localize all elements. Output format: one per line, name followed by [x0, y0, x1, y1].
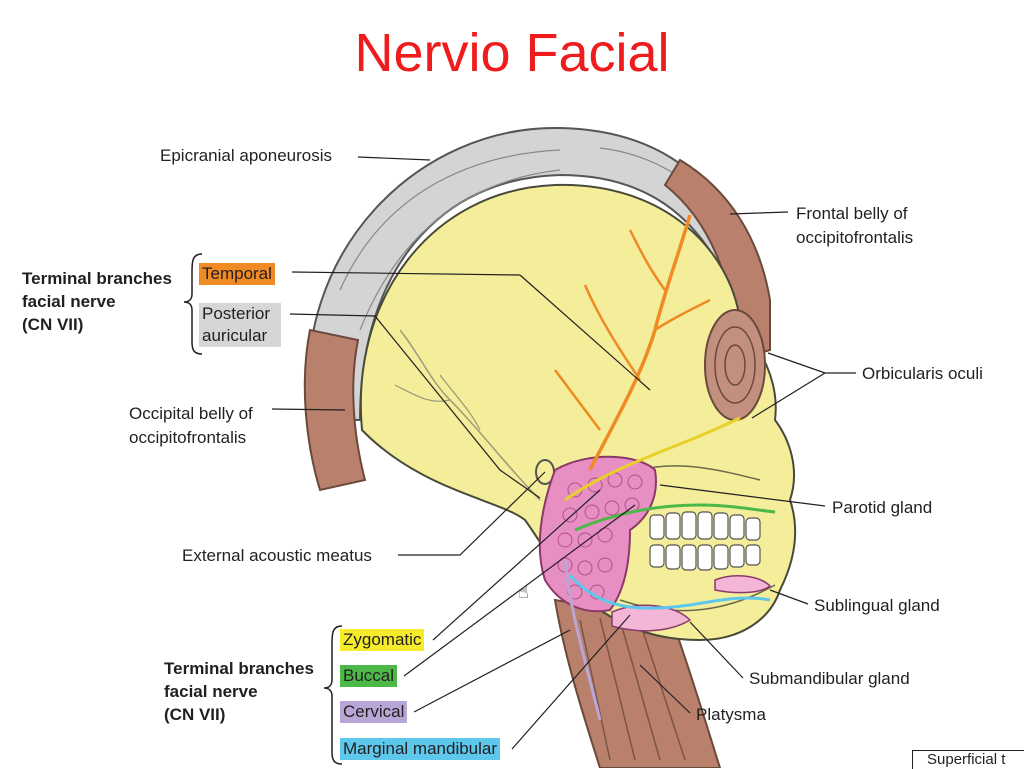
label-occipital-belly-line2: occipitofrontalis	[129, 428, 247, 447]
upper-group-brace	[183, 253, 203, 355]
label-sublingual-gland: Sublingual gland	[814, 596, 940, 615]
label-external-acoustic-meatus: External acoustic meatus	[182, 546, 372, 565]
sublingual-gland-shape	[714, 574, 772, 594]
marginal-mandibular-branch-nerve	[568, 574, 771, 610]
lower-group-line1: Terminal branches	[164, 659, 314, 678]
label-frontal-belly-line2: occipitofrontalis	[796, 228, 914, 247]
neck-platysma	[553, 598, 722, 768]
leader-lines	[271, 156, 856, 750]
label-orbicularis-oculi: Orbicularis oculi	[862, 364, 983, 383]
lower-group-line3: (CN VII)	[164, 705, 226, 724]
hand-cursor-icon: ☝	[518, 582, 529, 602]
tag-posterior-auricular-line1: Posterior	[199, 303, 281, 325]
upper-group-line3: (CN VII)	[22, 315, 84, 334]
upper-group-line1: Terminal branches	[22, 269, 172, 288]
tag-posterior-auricular-line2: auricular	[199, 325, 281, 347]
posterior-auricular-nerve	[399, 329, 541, 501]
label-epicranial-aponeurosis: Epicranial aponeurosis	[160, 146, 332, 165]
label-parotid-gland: Parotid gland	[832, 498, 933, 517]
tag-marginal-mandibular: Marginal mandibular	[340, 738, 501, 760]
tag-cervical: Cervical	[340, 701, 408, 723]
lower-group-line2: facial nerve	[164, 682, 258, 701]
buccal-branch-nerve	[574, 503, 776, 532]
cervical-branch-nerve	[563, 559, 602, 721]
label-submandibular-gland: Submandibular gland	[749, 669, 910, 688]
platysma-fibers	[579, 617, 686, 761]
submandibular-gland-shape	[611, 604, 692, 632]
temporal-branch-nerve	[588, 214, 692, 471]
corner-caption: Superficial t	[912, 750, 1024, 769]
lower-group-brace	[323, 625, 343, 765]
tag-buccal: Buccal	[340, 665, 398, 687]
zygomatic-branch-nerve	[564, 416, 741, 502]
upper-group-line2: facial nerve	[22, 292, 116, 311]
slide-title: Nervio Facial	[354, 23, 670, 83]
label-occipital-belly-line1: Occipital belly of	[129, 404, 253, 423]
parotid-lobules	[557, 472, 643, 600]
teeth	[649, 511, 761, 571]
label-platysma: Platysma	[696, 705, 766, 724]
tag-zygomatic: Zygomatic	[340, 629, 425, 651]
label-frontal-belly-line1: Frontal belly of	[796, 204, 908, 223]
tag-temporal: Temporal	[199, 263, 275, 285]
